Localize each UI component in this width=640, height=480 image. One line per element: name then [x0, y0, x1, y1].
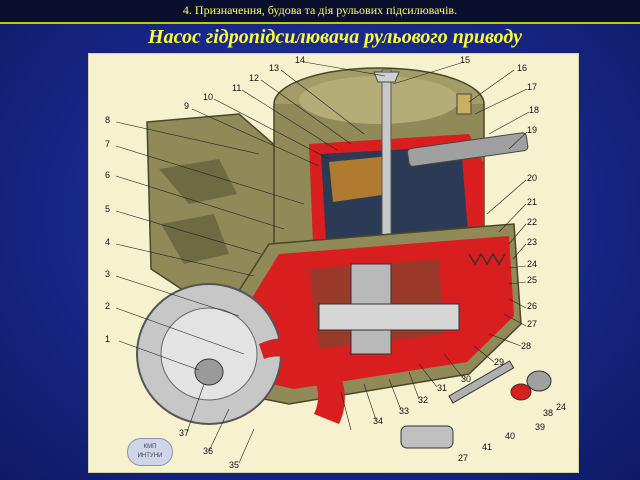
callout-24b: 24 — [556, 402, 567, 412]
callout-29: 29 — [494, 357, 505, 367]
callout-5: 5 — [105, 204, 111, 214]
callout-2: 2 — [105, 301, 111, 311]
callout-9: 9 — [184, 101, 190, 111]
outlet-fitting — [407, 132, 529, 167]
section-heading: 4. Призначення, будова та дія рульових п… — [182, 3, 458, 17]
callout-3: 3 — [105, 269, 111, 279]
central-rod — [381, 69, 392, 241]
callout-15: 15 — [460, 55, 471, 65]
callout-20: 20 — [527, 173, 538, 183]
logo-line-2: ИНТУНИ — [137, 453, 163, 459]
callout-6: 6 — [105, 170, 111, 180]
valve-spring — [468, 252, 506, 266]
callout-33: 33 — [399, 406, 410, 416]
callout-13: 13 — [269, 63, 280, 73]
callout-22: 22 — [527, 217, 538, 227]
valve-nut — [526, 370, 552, 392]
callout-39: 39 — [535, 422, 546, 432]
callout-11: 11 — [232, 83, 242, 93]
callout-28: 28 — [521, 341, 532, 351]
callout-4: 4 — [105, 237, 111, 247]
wing-nut — [373, 71, 400, 83]
callout-36: 36 — [203, 446, 214, 456]
valve-rod — [448, 360, 515, 404]
valve-body — [400, 425, 454, 449]
leader-lines — [115, 61, 530, 464]
pump-cutaway-drawing — [115, 61, 552, 464]
callout-35: 35 — [229, 460, 240, 470]
callout-7: 7 — [105, 139, 111, 149]
callout-18: 18 — [529, 105, 540, 115]
pulley-inner — [160, 307, 258, 401]
drive-shaft — [318, 303, 460, 331]
callout-17: 17 — [527, 82, 538, 92]
reservoir-lid-top — [299, 76, 459, 124]
callout-19: 19 — [527, 125, 538, 135]
pump-illustration: 1 2 3 4 5 6 7 8 9 10 11 12 13 14 15 16 1… — [88, 53, 579, 473]
callout-24: 24 — [527, 259, 538, 269]
pulley-hub — [194, 358, 224, 386]
callout-31: 31 — [437, 383, 448, 393]
callout-16: 16 — [517, 63, 528, 73]
callout-37: 37 — [179, 428, 190, 438]
callout-34: 34 — [373, 416, 384, 426]
filler-plug — [456, 93, 472, 115]
bracket-window-2 — [161, 214, 229, 264]
callout-25: 25 — [527, 275, 538, 285]
callout-8: 8 — [105, 115, 111, 125]
pulley-cutaway — [259, 338, 345, 424]
callout-38: 38 — [543, 408, 554, 418]
slide-title: Насос гідропідсилювача рульового приводу — [148, 26, 522, 48]
callout-12: 12 — [249, 73, 260, 83]
logo-line-1: КМП — [143, 444, 157, 450]
callout-27b: 27 — [458, 453, 469, 463]
filter-element — [329, 156, 389, 202]
callout-21: 21 — [527, 197, 538, 207]
header-bar — [0, 0, 640, 24]
callout-41: 41 — [482, 442, 493, 452]
callout-32: 32 — [418, 395, 429, 405]
callout-30: 30 — [461, 374, 472, 384]
callout-26: 26 — [527, 301, 538, 311]
callout-23: 23 — [527, 237, 538, 247]
callout-10: 10 — [203, 92, 214, 102]
institution-logo: КМП ИНТУНИ — [127, 438, 173, 466]
callout-1: 1 — [105, 334, 111, 344]
valve-seal — [510, 383, 532, 401]
bracket-window — [159, 159, 237, 204]
callout-14: 14 — [295, 55, 306, 65]
callout-40: 40 — [505, 431, 516, 441]
callout-27: 27 — [527, 319, 538, 329]
